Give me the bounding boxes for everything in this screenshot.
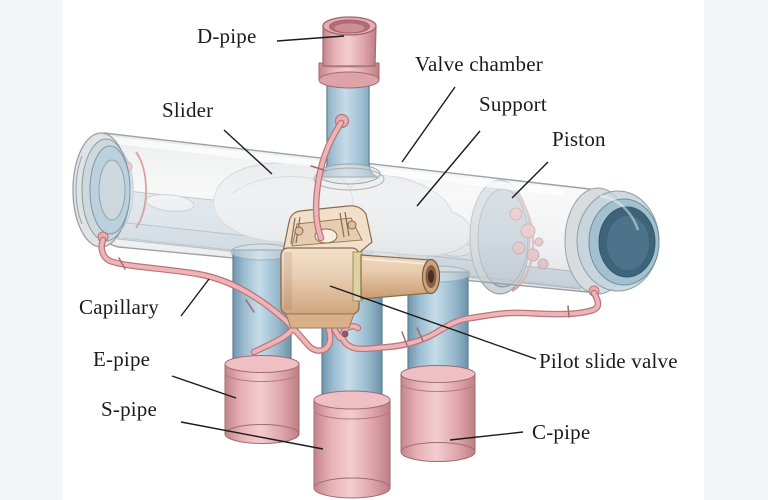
pilot-slide-valve-part: [280, 205, 441, 329]
s-pipe-collar: [313, 390, 391, 499]
label-s-pipe: S-pipe: [101, 397, 158, 421]
leader-d-pipe: [276, 35, 345, 42]
left-margin-bar: [0, 0, 63, 500]
label-d-pipe: D-pipe: [197, 24, 257, 48]
capillary-couplings: [118, 257, 570, 346]
label-slider: Slider: [162, 98, 214, 122]
left-end-cap: [72, 132, 147, 248]
pipe-collars: [224, 355, 476, 499]
leader-valve-chamber: [401, 86, 456, 163]
leader-piston: [511, 161, 549, 199]
c-pipe-collar: [400, 365, 476, 462]
e-pipe-collar: [224, 355, 300, 444]
label-capillary: Capillary: [79, 295, 159, 319]
label-support: Support: [479, 92, 547, 116]
label-c-pipe: C-pipe: [532, 420, 591, 444]
label-valve-chamber: Valve chamber: [415, 52, 543, 76]
right-end-cap: [564, 187, 660, 297]
label-e-pipe: E-pipe: [93, 347, 151, 371]
leader-c-pipe: [449, 431, 524, 441]
leader-slider: [223, 129, 273, 175]
leader-e-pipe: [171, 375, 237, 399]
leader-capillary: [180, 278, 210, 317]
leader-s-pipe: [180, 421, 324, 450]
right-margin-bar: [704, 0, 768, 500]
leader-support: [416, 130, 481, 207]
leader-lines: [171, 35, 549, 450]
label-piston: Piston: [552, 127, 606, 151]
d-pipe-part: [313, 16, 385, 191]
d-pipe-capillary: [310, 119, 345, 242]
leader-pilot-slide-valve: [329, 285, 537, 360]
label-pilot-slide-valve: Pilot slide valve: [539, 349, 678, 373]
